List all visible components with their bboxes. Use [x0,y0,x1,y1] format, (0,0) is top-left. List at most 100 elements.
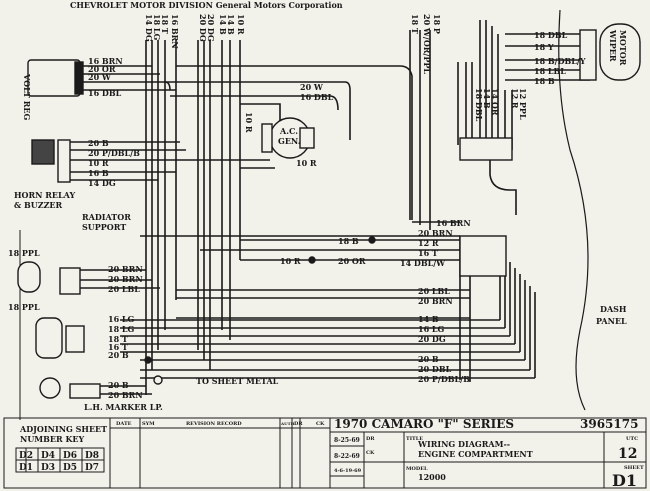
buzzer-label: & BUZZER [14,200,63,210]
wire-label: 20 B [108,380,129,390]
wire-label: 20 BRN [418,228,453,238]
wire-label: 12 R [418,238,439,248]
wire-label: 20 LBL [108,284,140,294]
wire-label: 20 W [300,82,324,92]
drawing-title: WIRING DIAGRAM-- [417,439,510,449]
wire-label: 18 LG [108,324,135,334]
wire-label: 10 R [88,158,109,168]
wire-label: 20 DG [418,334,446,344]
wire-label: 10 R [280,256,301,266]
wire-label: 10 R [296,158,317,168]
revision-dr-header: DR [294,421,303,427]
wire-label: 18 DBL [474,88,484,122]
legend-cell: D2 [19,451,33,461]
wire-label: 16 T [418,248,438,258]
wire-label: 20 DG [206,14,216,42]
document-number: 3965175 [580,417,638,431]
legend-title: ADJOINING SHEET [19,424,107,434]
wire-label: 20 OR [88,64,116,74]
wiper-motor-label: WIPER [608,29,618,62]
sheet-metal-label: TO SHEET METAL [196,376,279,386]
sheet-label: SHEET [624,465,644,471]
wire-label: 18 Y [534,42,554,52]
utc-value: 12 [618,446,637,462]
wire-label: 18 T [410,14,420,34]
title-field-label: TITLE [406,436,423,442]
wire-label: 16 LG [418,324,445,334]
wire-label: 18 B [338,236,359,246]
model-number: 12000 [418,472,446,482]
wire-label: 20 LBL [418,286,450,296]
wire-label: 16 BRN [170,14,180,49]
wire-label: 18 T [160,14,170,34]
wire-label: 16 BRN [88,56,123,66]
wire-label: 20 W [88,72,112,82]
revision-auth-header: AUTH [280,421,295,426]
radiator-support-label-2: SUPPORT [82,222,126,232]
revision-stamp: 8-25-69 [334,437,360,444]
ppl-bottom-label: 18 PPL [8,302,40,312]
wire-label: 16 BRN [436,218,471,228]
dash-panel-label-2: PANEL [596,316,627,326]
wire-label: 16 LG [108,314,135,324]
legend-cell: D8 [85,451,99,461]
ppl-top-label: 18 PPL [8,248,40,258]
sheet-title: 1970 CAMARO "F" SERIES [334,417,514,431]
wire-label: 20 W/OR/PPL [422,14,432,74]
legend-title-2: NUMBER KEY [20,434,84,444]
wire-bundle [19,9,590,420]
wire-label: 20 P/DBL/B [88,148,140,158]
wire-label: 14 DG [144,14,154,42]
horn-relay-label: HORN RELAY [14,190,75,200]
marker-lamp-label: L.H. MARKER LP. [84,402,163,412]
wire-label: 20 B [108,350,129,360]
wiper-motor-label-2: MOTOR [618,30,628,66]
revision-stamp: 4-6-19-69 [334,468,362,474]
wire-label: 12 PPL [518,88,528,120]
components [17,23,641,399]
revision-record-header: REVISION RECORD [186,421,242,427]
radiator-support-label: RADIATOR [82,212,131,222]
wire-label: 14 B [218,14,228,35]
wire-label: 16 B [88,168,109,178]
wire-label: 18 P [432,14,442,34]
wire-label: 14 B [226,14,236,35]
wire-label: 14 DG [88,178,116,188]
wire-label: 16 DBL [300,92,334,102]
legend-cell: D5 [63,463,77,473]
revision-ck-header: CK [316,421,325,427]
ac-gen-label-2: GEN. [278,136,301,146]
manufacturer-header: CHEVROLET MOTOR DIVISION General Motors … [70,0,343,10]
revision-date-header: DATE [116,421,132,427]
revision-sym-header: SYM [142,421,155,427]
legend-cell: D6 [63,451,77,461]
sheet-value: D1 [612,471,637,490]
legend-cell: D1 [19,463,33,473]
wire-label: 14 B [482,88,492,109]
legend-cell: D7 [85,463,99,473]
dash-panel-label: DASH [600,304,627,314]
wire-label: 20 P/DBL/B [418,374,470,384]
wire-label: 12 R [510,88,520,109]
wire-label: 18 DBL [534,30,568,40]
wire-label: 16 T [108,342,128,352]
wire-label: 20 BRN [108,390,143,400]
wire-label: 20 B [88,138,109,148]
wire-label: 14 B [418,314,439,324]
wire-label: 20 BRN [108,274,143,284]
ck-field-label: CK [366,450,375,456]
legend-cell: D4 [41,451,55,461]
wire-label: 18 B [534,76,555,86]
wire-label: 20 BRN [418,296,453,306]
wire-label: 20 B [418,354,439,364]
title-block-frame [3,417,647,489]
wire-label: 16 DBL [88,88,122,98]
wire-label: 20 DBL [418,364,452,374]
wire-label: 14 DBL/W [400,258,446,268]
dr-field-label: DR [366,436,375,442]
drawing-title-2: ENGINE COMPARTMENT [418,449,533,459]
wire-label: 18 B/DBL/Y [534,56,586,66]
wire-label: 20 DG [198,14,208,42]
wire-label: 18 T [108,334,128,344]
